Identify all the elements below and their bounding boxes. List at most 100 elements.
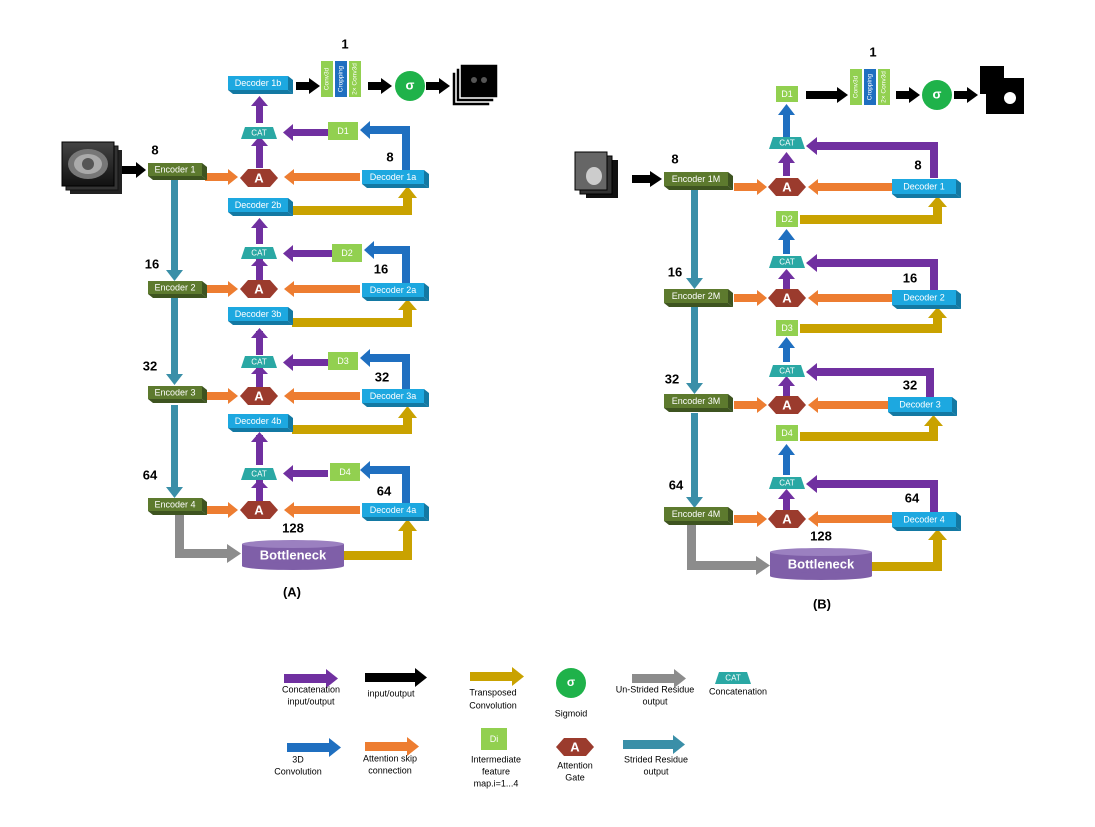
cat-4-b-label: CAT	[779, 479, 795, 488]
decoder-channels-2-b: 16	[903, 270, 917, 285]
output-arrows	[806, 87, 978, 103]
legend-cat-icon: CAT	[715, 672, 751, 684]
encoder-channels-1-b: 8	[671, 151, 678, 166]
panel-b	[574, 87, 978, 575]
transposed-conv-arrows	[800, 196, 947, 571]
decoder-2: Decoder 2	[892, 290, 961, 309]
attention-gate-3: A	[240, 387, 278, 405]
encoder-1m-label: Encoder 1M	[672, 174, 721, 184]
sigmoid-b: σ	[922, 80, 952, 110]
cat-1-b-label: CAT	[779, 139, 795, 148]
cat-3: CAT	[241, 356, 277, 368]
encoder-1m: Encoder 1M	[664, 172, 733, 190]
legend-inter-1: Intermediate	[471, 754, 521, 764]
intermediate-d3: D3	[328, 352, 358, 370]
decoder-channels-4-b: 64	[905, 490, 920, 505]
encoder-2: Encoder 2	[148, 281, 207, 298]
intermediate-d1-b-label: D1	[781, 89, 793, 99]
decoder-channels-1: 8	[386, 149, 393, 164]
attention-gate-4-b: A	[768, 510, 806, 528]
encoder-2-label: Encoder 2	[154, 282, 195, 292]
encoder-2m: Encoder 2M	[664, 289, 733, 307]
cat-4-b: CAT	[769, 477, 805, 489]
encoder-2m-label: Encoder 2M	[672, 291, 721, 301]
panel-a-caption: (A)	[283, 584, 301, 599]
intermediate-d1-b: D1	[776, 86, 798, 102]
decoder-1-label: Decoder 1	[903, 181, 945, 191]
encoder-channels-1: 8	[151, 142, 158, 157]
cat-4: CAT	[241, 468, 277, 480]
conv3d-arrows	[360, 121, 410, 504]
legend-unstrided-2: output	[642, 696, 668, 706]
decoder-4-label: Decoder 4	[903, 514, 945, 524]
bottleneck: Bottleneck	[242, 540, 344, 570]
legend-unstrided-arrow	[632, 669, 686, 688]
decoder-1b-label: Decoder 1b	[235, 78, 282, 88]
legend-conv3d-1: 3D	[292, 754, 304, 764]
encoder-4: Encoder 4	[148, 498, 207, 515]
cat-3-label: CAT	[251, 358, 267, 367]
intermediate-d2-b: D2	[776, 211, 798, 227]
legend-sigmoid-icon: σ	[556, 668, 586, 698]
bottleneck-label: Bottleneck	[260, 547, 327, 562]
decoder-channels-3-b: 32	[903, 377, 917, 392]
intermediate-d4-b-label: D4	[781, 428, 793, 438]
legend-transposed-1: Transposed	[469, 687, 516, 697]
output-channels-b: 1	[869, 44, 876, 59]
intermediate-d4-b: D4	[776, 425, 798, 441]
encoder-3: Encoder 3	[148, 386, 207, 403]
output-head-block: 2× Conv3d	[352, 63, 359, 95]
cat-2-b-label: CAT	[779, 258, 795, 267]
encoder-channels-3: 32	[143, 358, 157, 373]
output-head-block: Conv3d	[324, 67, 331, 90]
attention-gate-3-b: A	[768, 396, 806, 414]
input-arrow	[632, 171, 662, 187]
input-mri-image	[574, 151, 618, 198]
legend-unstrided-1: Un-Strided Residue	[616, 684, 695, 694]
intermediate-d2-b-label: D2	[781, 214, 793, 224]
strided-residue-arrows	[166, 180, 183, 498]
legend-concatenation: Concatenation	[282, 684, 340, 694]
sigmoid-b-label: σ	[933, 86, 942, 101]
cat-1: CAT	[241, 127, 277, 139]
conv3d-arrows	[778, 104, 795, 475]
attention-skip-arrows	[734, 179, 892, 527]
legend-concat-input-output: input/output	[287, 696, 335, 706]
attention-gate-4: A	[240, 501, 278, 519]
decoder-4b: Decoder 4b	[228, 414, 293, 432]
attention-gate-4-b-label: A	[782, 511, 792, 526]
strided-residue-arrows	[686, 188, 703, 508]
legend-strided-2: output	[643, 766, 669, 776]
encoder-3m: Encoder 3M	[664, 394, 733, 412]
panel-b-caption: (B)	[813, 596, 831, 611]
decoder-2a: Decoder 2a	[362, 283, 429, 301]
legend-attn-icon-label: A	[570, 739, 580, 754]
attention-gate-3-b-label: A	[782, 397, 792, 412]
decoder-3b: Decoder 3b	[228, 307, 293, 325]
intermediate-d3-b: D3	[776, 320, 798, 336]
legend-attn-gate-1: Attention	[557, 760, 593, 770]
intermediate-d1-label: D1	[337, 126, 349, 136]
encoder-4m: Encoder 4M	[664, 507, 733, 525]
decoder-channels-1-b: 8	[914, 157, 921, 172]
encoder-4-label: Encoder 4	[154, 499, 195, 509]
decoder-4b-label: Decoder 4b	[235, 416, 282, 426]
decoder-4: Decoder 4	[892, 512, 961, 531]
bottleneck-channels-b: 128	[810, 528, 832, 543]
encoder-4m-label: Encoder 4M	[672, 509, 721, 519]
output-segmentation	[451, 63, 499, 107]
transposed-conv-arrows	[292, 186, 417, 560]
attention-gate-1-b-label: A	[782, 179, 792, 194]
legend-cat-text: Concatenation	[709, 686, 767, 696]
legend-arrows	[284, 667, 686, 757]
intermediate-d1: D1	[328, 122, 358, 140]
intermediate-d4: D4	[330, 463, 360, 481]
decoder-3a: Decoder 3a	[362, 389, 429, 407]
sigmoid-label: σ	[406, 77, 415, 92]
legend-di-icon: Di	[481, 728, 507, 750]
intermediate-d3-b-label: D3	[781, 323, 793, 333]
cat-4-label: CAT	[251, 470, 267, 479]
legend-attn-skip-1: Attention skip	[363, 753, 417, 763]
